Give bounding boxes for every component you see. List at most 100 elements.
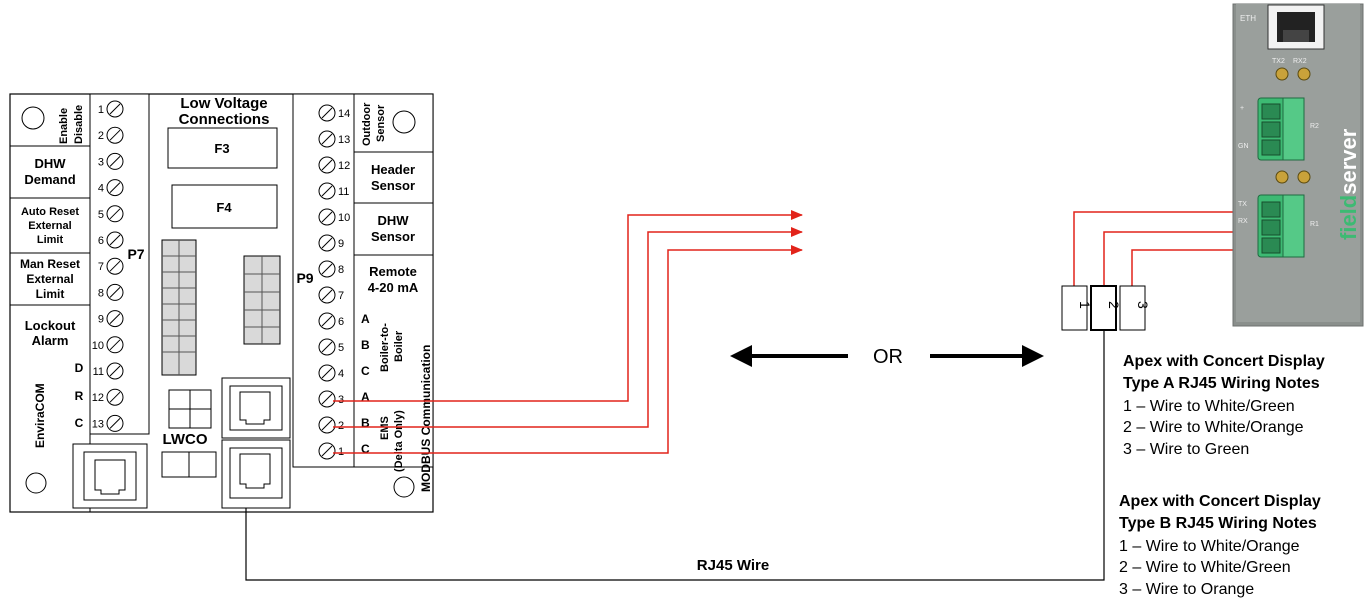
rj45-pin-connector: 1 2 3	[1061, 285, 1151, 331]
p9-label: P9	[296, 270, 313, 286]
outdoor-2: Sensor	[375, 104, 387, 142]
enable-label: Enable	[58, 108, 70, 144]
type-a-line: 1 – Wire to White/Green	[1123, 398, 1295, 415]
arrow-left-icon	[730, 345, 752, 367]
type-b-line: 1 – Wire to White/Orange	[1119, 538, 1300, 555]
p7-terminal-number: 7	[98, 261, 104, 273]
rj45-jack-top	[221, 377, 291, 439]
low-voltage-title-1: Low Voltage	[180, 95, 267, 112]
fuse-f3	[167, 127, 278, 169]
rx2-label: RX2	[1293, 58, 1307, 65]
p7-terminal-number: 12	[92, 392, 104, 404]
p9-terminal-number: 13	[338, 134, 350, 146]
dhw-demand-1: DHW	[34, 156, 66, 171]
r2-label: R2	[1310, 123, 1319, 130]
rj45-jack-left	[72, 443, 148, 509]
brand-logo: fieldserver	[1336, 128, 1361, 240]
auto-reset-3: Limit	[37, 234, 64, 246]
led-icon	[1297, 170, 1311, 184]
lwco-label: LWCO	[163, 431, 208, 448]
type-b-line: 3 – Wire to Orange	[1119, 581, 1255, 598]
plus-label: +	[1240, 105, 1244, 112]
ems-1: EMS	[379, 416, 391, 440]
btb-a: A	[361, 312, 370, 326]
lockout-1: Lockout	[25, 318, 76, 333]
man-reset-3: Limit	[36, 287, 65, 301]
btb-b: B	[361, 338, 370, 352]
remote-2: 4-20 mA	[368, 280, 419, 295]
btb-2: Boiler	[393, 330, 405, 362]
p7-terminal-number: 13	[92, 418, 104, 430]
auto-reset-1: Auto Reset	[21, 206, 79, 218]
rj45-wire-label: RJ45 Wire	[697, 557, 769, 574]
pin-1: 1	[1077, 301, 1093, 309]
pin-3: 3	[1135, 301, 1151, 309]
modbus-wires	[333, 210, 1262, 454]
led-icon	[1275, 170, 1289, 184]
enable-disable-jumper-icon	[21, 106, 45, 130]
p9-terminal-number: 2	[338, 420, 344, 432]
p9-terminal-number: 7	[338, 290, 344, 302]
header-sensor-1: Header	[371, 162, 415, 177]
p7-terminal-number: 1	[98, 104, 104, 116]
pin-2: 2	[1106, 301, 1122, 309]
eth-label: ETH	[1240, 14, 1256, 23]
relay-grid-left	[161, 239, 197, 376]
man-reset-1: Man Reset	[20, 257, 80, 271]
fieldserver-device: ETH TX2 RX2 R2 + GN R1 TX RX fieldserve	[1232, 3, 1364, 327]
lockout-2: Alarm	[32, 333, 69, 348]
rj45-wire	[245, 330, 1105, 581]
r1-label: R1	[1310, 221, 1319, 228]
remote-1: Remote	[369, 264, 417, 279]
fuse-f4	[171, 184, 278, 229]
enviracom-r: R	[75, 389, 84, 403]
header-sensor-2: Sensor	[371, 178, 415, 193]
arrow-right-icon	[1022, 345, 1044, 367]
man-reset-2: External	[26, 272, 73, 286]
enviracom-c: C	[75, 416, 84, 430]
fuse-f3-label: F3	[214, 141, 229, 156]
p7-terminal-number: 10	[92, 340, 104, 352]
relay-grid-right	[243, 255, 281, 345]
led-icon	[1297, 67, 1311, 81]
p7-terminal-number: 11	[93, 366, 104, 378]
p7-label: P7	[127, 246, 144, 262]
p9-terminal-number: 10	[338, 212, 350, 224]
p7-terminal-number: 8	[98, 287, 104, 299]
dhw-sensor-1: DHW	[377, 213, 409, 228]
modbus-a: A	[361, 390, 370, 404]
type-a-line: 2 – Wire to White/Orange	[1123, 419, 1304, 436]
or-arrows	[730, 345, 1044, 367]
enviracom-label: EnviraCOM	[33, 383, 47, 448]
p7-terminal-number: 2	[98, 130, 104, 142]
type-b-title-1: Apex with Concert Display	[1119, 493, 1321, 510]
low-voltage-title-2: Connections	[179, 111, 270, 128]
enviracom-d: D	[75, 361, 84, 375]
auto-reset-2: External	[28, 220, 71, 232]
p9-terminal-number: 4	[338, 368, 344, 380]
p7-terminal-number: 3	[98, 156, 104, 168]
p9-terminal-number: 6	[338, 316, 344, 328]
rj45-jack-bottom	[221, 439, 291, 509]
led-icon	[1275, 67, 1289, 81]
p9-terminal-number: 3	[338, 394, 344, 406]
p7-terminal-number: 6	[98, 235, 104, 247]
p7-terminal-number: 9	[98, 314, 104, 326]
mount-hole-icon	[392, 110, 416, 134]
type-a-title-2: Type A RJ45 Wiring Notes	[1123, 375, 1320, 392]
p7-terminal-number: 5	[98, 209, 104, 221]
type-a-line: 3 – Wire to Green	[1123, 441, 1250, 458]
disable-label: Disable	[73, 105, 85, 144]
tx-label: TX	[1238, 201, 1247, 208]
p7-terminal-number: 4	[98, 183, 104, 195]
p9-terminal-number: 12	[338, 160, 350, 172]
p9-terminal-number: 11	[338, 186, 349, 198]
p9-terminal-number: 9	[338, 238, 344, 250]
outdoor-1: Outdoor	[361, 102, 373, 146]
ems-2: (Delta Only)	[393, 410, 405, 472]
dhw-sensor-2: Sensor	[371, 229, 415, 244]
